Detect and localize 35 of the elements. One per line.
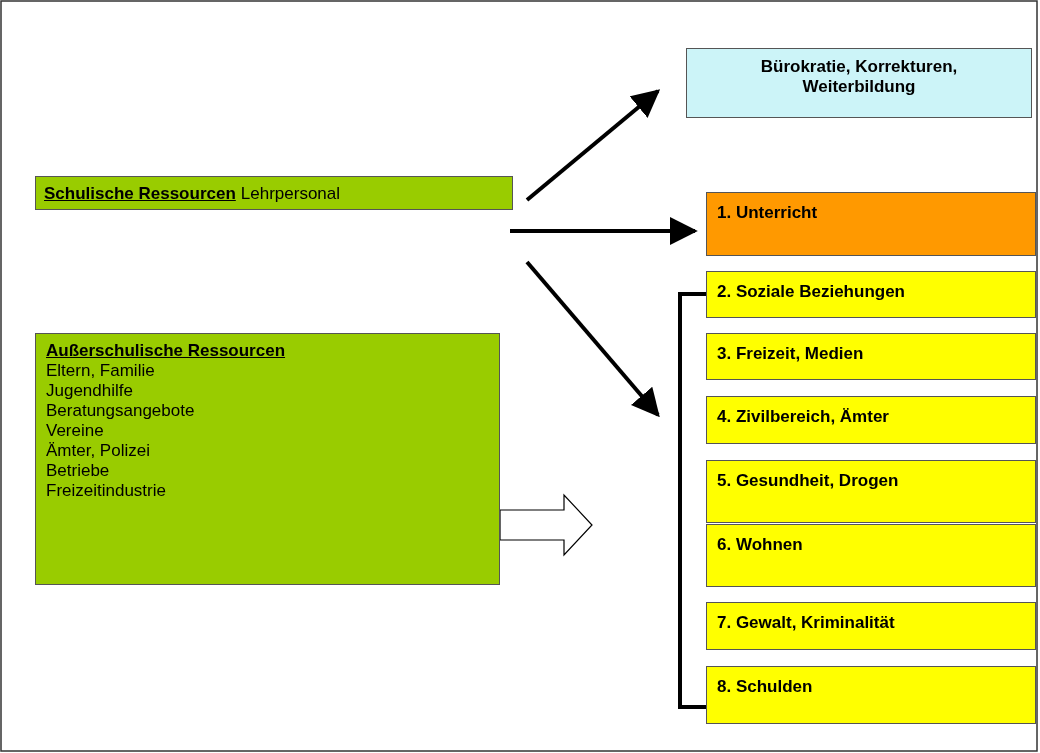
category-box — [706, 396, 1036, 444]
category-title: 1. Unterricht — [717, 203, 818, 223]
arrow — [510, 217, 698, 245]
arrow — [525, 260, 660, 418]
category-title: 8. Schulden — [717, 677, 813, 697]
process-box — [686, 48, 1032, 118]
list-item: Vereine — [46, 421, 104, 441]
heading: Schulische Ressourcen — [44, 184, 236, 203]
category-title: 2. Soziale Beziehungen — [717, 282, 905, 302]
category-title: 6. Wohnen — [717, 535, 803, 555]
resource-text: Lehrpersonal — [240, 184, 341, 203]
block-arrow — [499, 493, 593, 557]
list-item: Betriebe — [46, 461, 110, 481]
resource-box — [35, 176, 513, 210]
arrow — [525, 89, 661, 202]
category-title: 3. Freizeit, Medien — [717, 344, 864, 364]
category-box — [706, 524, 1036, 587]
resource-box — [35, 333, 500, 585]
category-title: 5. Gesundheit, Drogen — [717, 471, 899, 491]
bracket — [678, 292, 706, 709]
category-title: 7. Gewalt, Kriminalität — [717, 613, 895, 633]
category-box — [706, 333, 1036, 380]
category-box — [706, 460, 1036, 523]
list-item: Jugendhilfe — [46, 381, 133, 401]
category-box — [706, 602, 1036, 650]
list-item: Eltern, Familie — [46, 361, 155, 381]
list-item: Ämter, Polizei — [46, 441, 150, 461]
box-title: Bürokratie, Korrekturen, Weiterbildung — [759, 57, 959, 97]
category-box — [706, 192, 1036, 256]
category-box — [706, 271, 1036, 318]
category-box — [706, 666, 1036, 724]
list-item: Beratungsangebote — [46, 401, 195, 421]
heading: Außerschulische Ressourcen — [46, 341, 286, 361]
category-title: 4. Zivilbereich, Ämter — [717, 407, 889, 427]
list-item: Freizeitindustrie — [46, 481, 166, 501]
